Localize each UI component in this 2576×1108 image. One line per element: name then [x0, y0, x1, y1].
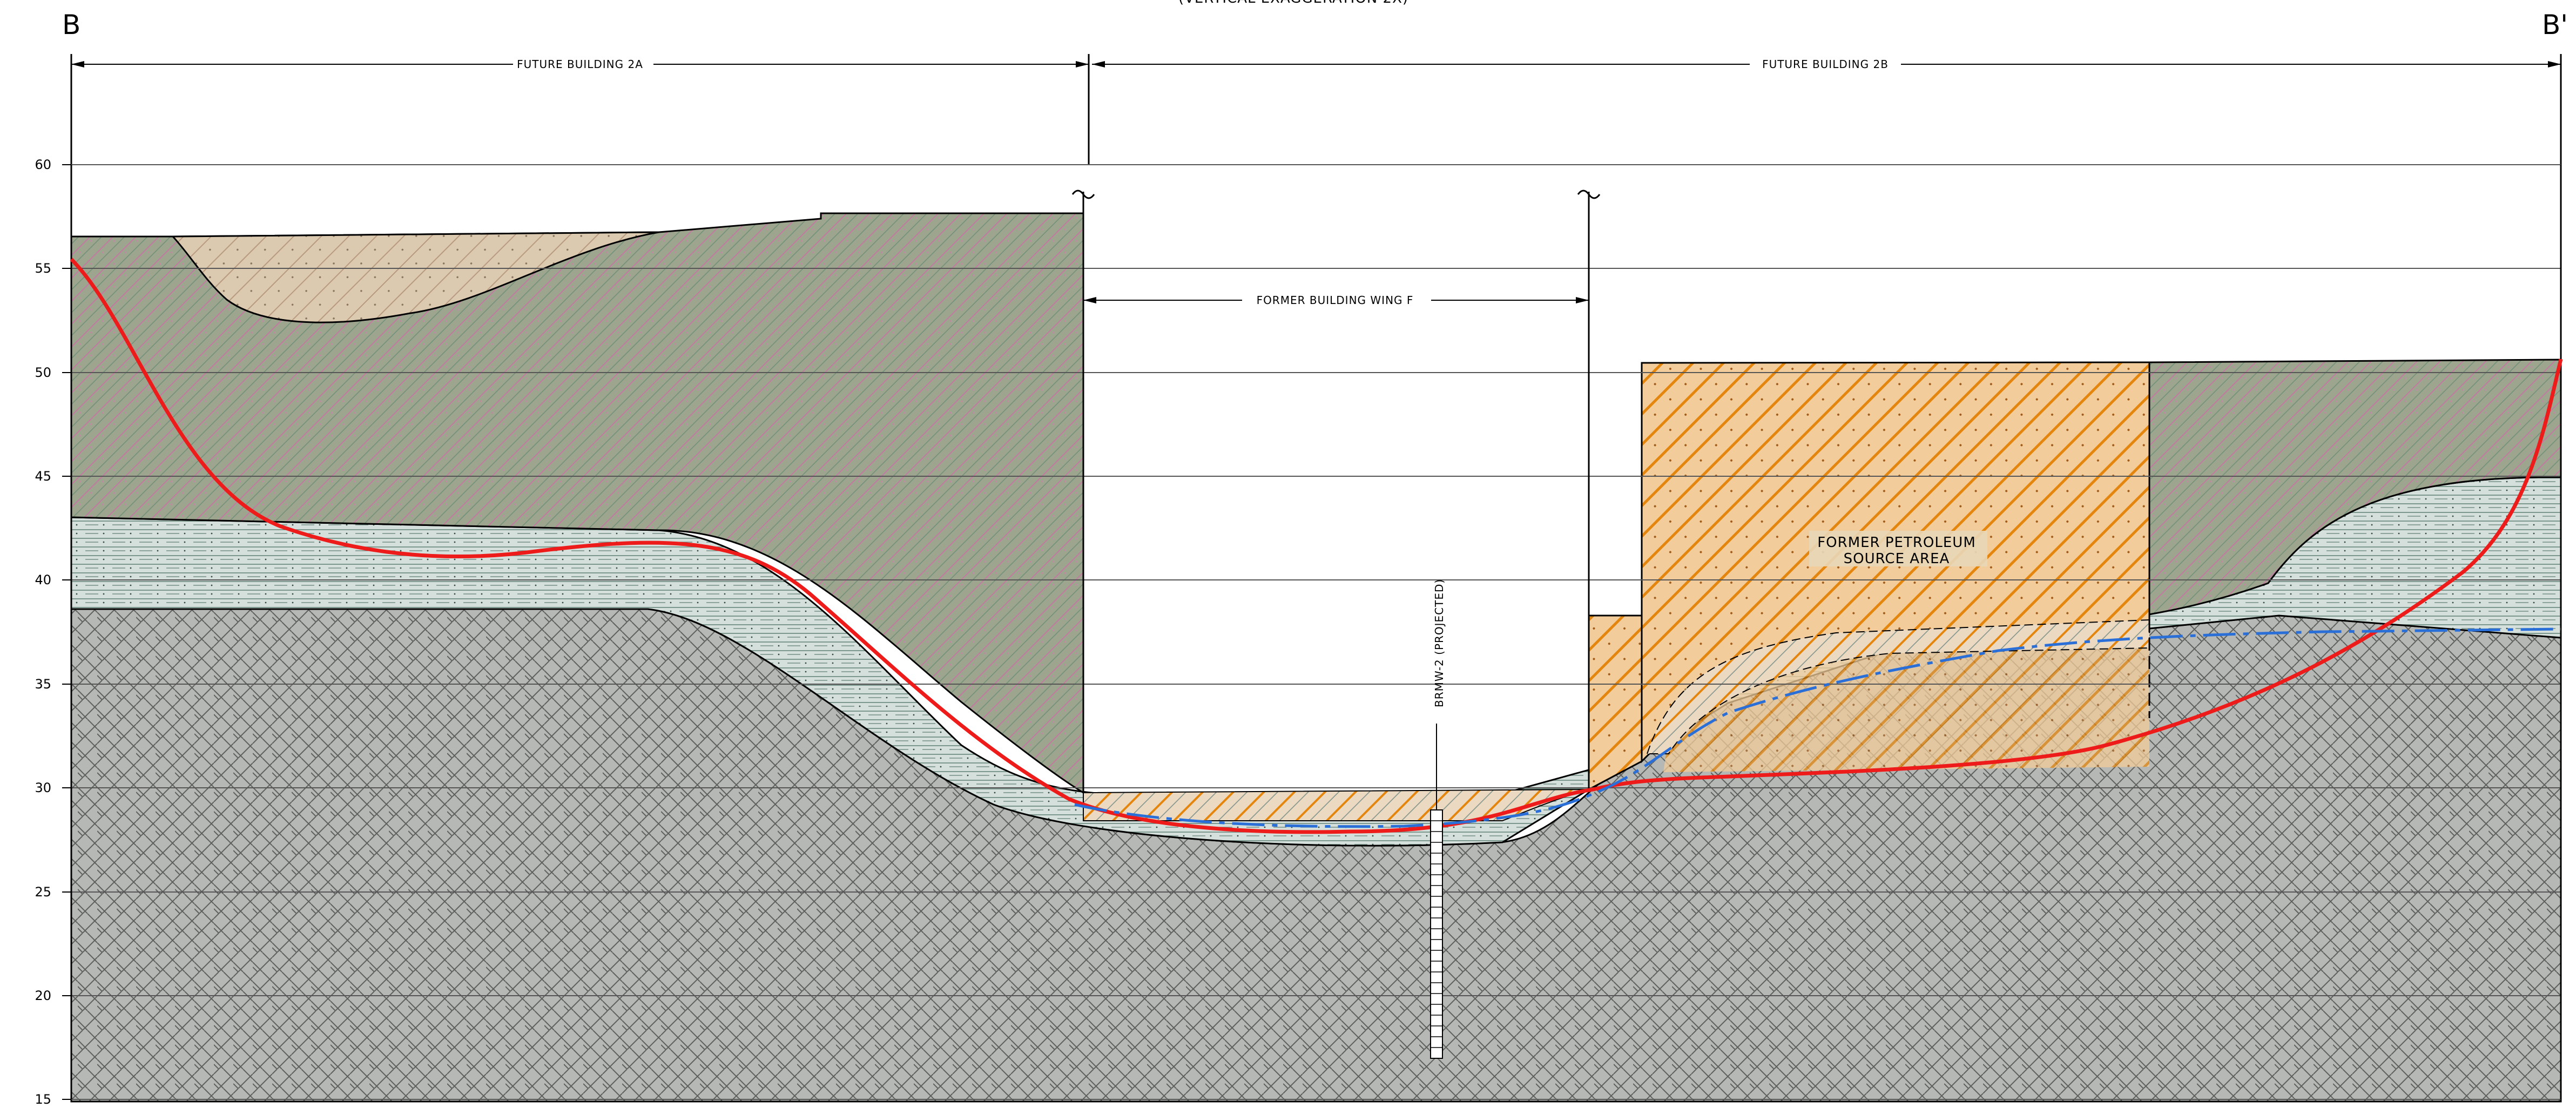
source-area-label-line1: FORMER PETROLEUM [1817, 535, 1976, 551]
dimension-future-building-2a: FUTURE BUILDING 2A [70, 54, 1090, 165]
well-label: BRMW-2 (PROJECTED) [1433, 579, 1446, 707]
future-building-2b-label: FUTURE BUILDING 2B [1762, 58, 1889, 71]
section-end-label: B' [2542, 9, 2568, 40]
vertical-exaggeration-caption: (VERTICAL EXAGGERATION 2X) [1178, 0, 1408, 6]
elevation-tick-35: 35 [35, 677, 51, 692]
elevation-tick-20: 20 [35, 988, 51, 1003]
elevation-tick-45: 45 [35, 469, 51, 484]
geologic-units [70, 212, 2562, 1103]
future-building-2a-label: FUTURE BUILDING 2A [517, 58, 643, 71]
elevation-tick-55: 55 [35, 261, 51, 276]
former-building-wing-f-label: FORMER BUILDING WING F [1257, 294, 1414, 307]
elevation-gridlines [71, 164, 2561, 1100]
bedrock-unit [70, 608, 2562, 1103]
source-area-label: FORMER PETROLEUM SOURCE AREA [1809, 531, 1987, 567]
former-building-wing-f: FORMER BUILDING WING F [1071, 190, 1601, 793]
elevation-tick-30: 30 [35, 780, 51, 795]
elevation-tick-60: 60 [35, 157, 51, 172]
well-brmw-2: BRMW-2 (PROJECTED) [1430, 579, 1446, 1059]
section-start-label: B [62, 9, 80, 40]
elevation-axis: 60 55 50 45 40 35 30 25 20 15 [35, 157, 2562, 1107]
fill-step-block [1588, 614, 1643, 791]
elevation-tick-40: 40 [35, 572, 51, 587]
source-area-label-line2: SOURCE AREA [1844, 551, 1950, 567]
blue-groundwater-line [1074, 627, 2561, 828]
elevation-tick-15: 15 [35, 1092, 51, 1107]
impacted-silt-wedge [1646, 619, 2150, 754]
red-impact-boundary-line [70, 258, 2563, 834]
tan-soil-lens [171, 231, 659, 323]
elevation-tick-50: 50 [35, 365, 51, 380]
dimension-future-building-2b: FUTURE BUILDING 2B [1092, 54, 2562, 165]
elevation-tick-25: 25 [35, 884, 51, 900]
